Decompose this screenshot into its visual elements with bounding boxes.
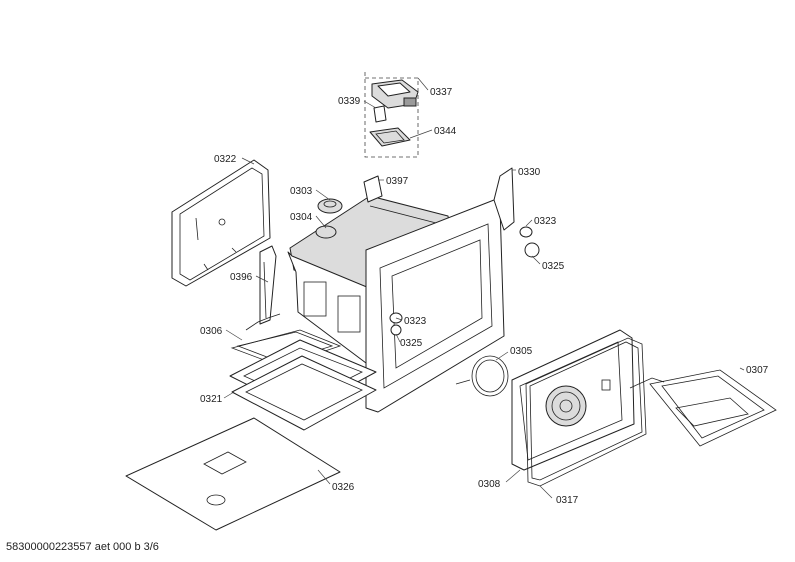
callout-0304: 0304 (290, 212, 313, 223)
leader-lines (223, 77, 745, 499)
callout-0330: 0330 (518, 167, 541, 178)
back-panel (171, 159, 271, 287)
ring-heating-element (455, 355, 509, 397)
document-footer-id: 58300000223557 aet 000 b 3/6 (6, 541, 159, 553)
door-gasket (525, 337, 647, 487)
callout-labels: 0337 0339 0344 0322 0303 0397 0330 0304 … (200, 87, 769, 506)
callout-0306: 0306 (200, 326, 223, 337)
callout-0396: 0396 (230, 272, 253, 283)
callout-0305: 0305 (510, 346, 533, 357)
rear-fan-cover (511, 329, 635, 471)
callout-0307: 0307 (746, 365, 769, 376)
callout-0339: 0339 (338, 96, 361, 107)
callout-0326: 0326 (332, 482, 355, 493)
callout-0323-right: 0323 (534, 216, 557, 227)
callout-0325-right: 0325 (542, 261, 565, 272)
callout-0323-inner: 0323 (404, 316, 427, 327)
callout-0308: 0308 (478, 479, 501, 490)
oven-cavity (287, 167, 540, 413)
callout-0337: 0337 (430, 87, 453, 98)
callout-0325-inner: 0325 (400, 338, 423, 349)
top-heating-element (629, 369, 777, 447)
oven-trays (229, 339, 377, 431)
side-rail (259, 245, 277, 325)
callout-0317: 0317 (556, 495, 579, 506)
lamp-assembly-group (364, 72, 419, 158)
callout-0397: 0397 (386, 176, 409, 187)
callout-0344: 0344 (434, 126, 457, 137)
floor-plate (125, 417, 341, 531)
callout-0322: 0322 (214, 154, 237, 165)
callout-0321: 0321 (200, 394, 223, 405)
callout-0303: 0303 (290, 186, 313, 197)
